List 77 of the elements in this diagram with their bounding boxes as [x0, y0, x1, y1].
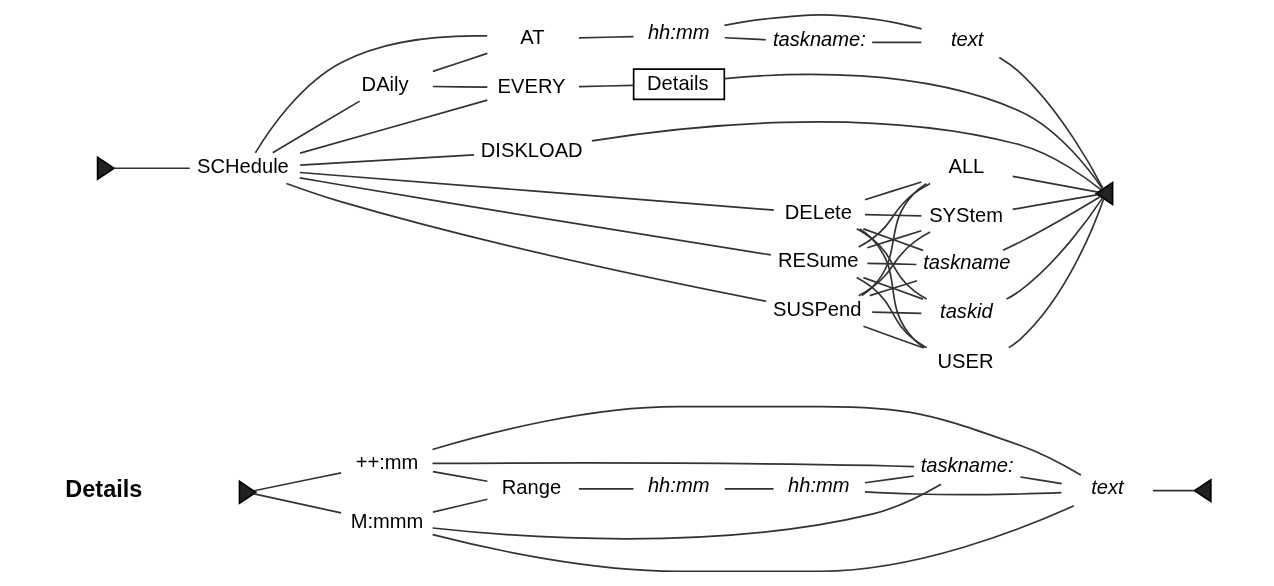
node-text: hh:mm [647, 474, 710, 497]
connector [113, 167, 191, 170]
connector [723, 73, 1104, 190]
connector [578, 84, 635, 88]
connector [864, 475, 915, 484]
node-text: taskname [923, 251, 1011, 274]
node-text: RESume [778, 249, 859, 272]
connector [862, 325, 924, 349]
node-text: hh:mm [647, 21, 710, 44]
connector [1019, 476, 1063, 485]
connector [855, 276, 928, 349]
connector [253, 493, 342, 514]
connector [253, 472, 342, 492]
connector [1005, 197, 1104, 300]
connector [723, 14, 923, 30]
connector [864, 213, 923, 217]
connector [868, 279, 918, 297]
connector [866, 262, 918, 266]
connector [861, 182, 928, 297]
node-text: taskid [940, 299, 993, 322]
connector [862, 276, 924, 300]
label: Details [65, 475, 143, 502]
connector [298, 176, 772, 256]
connector [431, 483, 942, 540]
connector [432, 498, 489, 513]
connector [432, 85, 489, 88]
connector [1002, 195, 1101, 252]
node-text: taskname: [920, 454, 1014, 477]
connector [998, 56, 1104, 190]
connector [299, 99, 489, 154]
connector [723, 488, 775, 490]
connector [864, 181, 923, 201]
connector [871, 311, 923, 315]
node-text: Range [501, 476, 562, 499]
connector [254, 34, 489, 154]
node-text: hh:mm [788, 474, 850, 497]
node-text: SCHedule [197, 155, 289, 178]
connector [298, 171, 775, 211]
connector [723, 36, 767, 41]
node-triangle [1192, 478, 1212, 504]
node-text: DISKLOAD [480, 138, 583, 161]
connector [285, 182, 768, 303]
connector [1011, 175, 1099, 193]
node-box: Details [632, 68, 726, 101]
node-triangle [238, 479, 258, 505]
node-text: SUSPend [773, 298, 862, 321]
node-text: AT [520, 26, 545, 49]
node-text: SYStem [929, 204, 1003, 227]
connector [271, 100, 361, 154]
connector [591, 121, 1102, 191]
connector [1011, 193, 1099, 211]
node-text: text [950, 27, 984, 50]
connector [578, 488, 635, 490]
connector [578, 35, 635, 39]
node-text: ++:mm [355, 450, 419, 473]
node-triangle [96, 155, 116, 181]
node-text: DAily [361, 73, 409, 96]
connector [432, 470, 489, 483]
connector [299, 154, 475, 166]
connector [859, 228, 926, 349]
node-text: M:mmm [350, 509, 424, 532]
connector [871, 41, 923, 44]
connector [1152, 489, 1195, 492]
connector [431, 405, 1082, 476]
connector [431, 504, 1075, 573]
connector [857, 182, 931, 248]
node-text: DELete [784, 200, 852, 223]
connector [432, 52, 489, 73]
node-text: ALL [948, 155, 985, 178]
node-text: USER [937, 350, 994, 373]
connector [864, 491, 1063, 496]
node-text: taskname: [773, 27, 866, 50]
connector [1007, 197, 1105, 349]
connector [431, 462, 915, 468]
node-triangle [1094, 180, 1114, 206]
node-text: text [1091, 476, 1124, 499]
node-text: EVERY [497, 74, 566, 97]
